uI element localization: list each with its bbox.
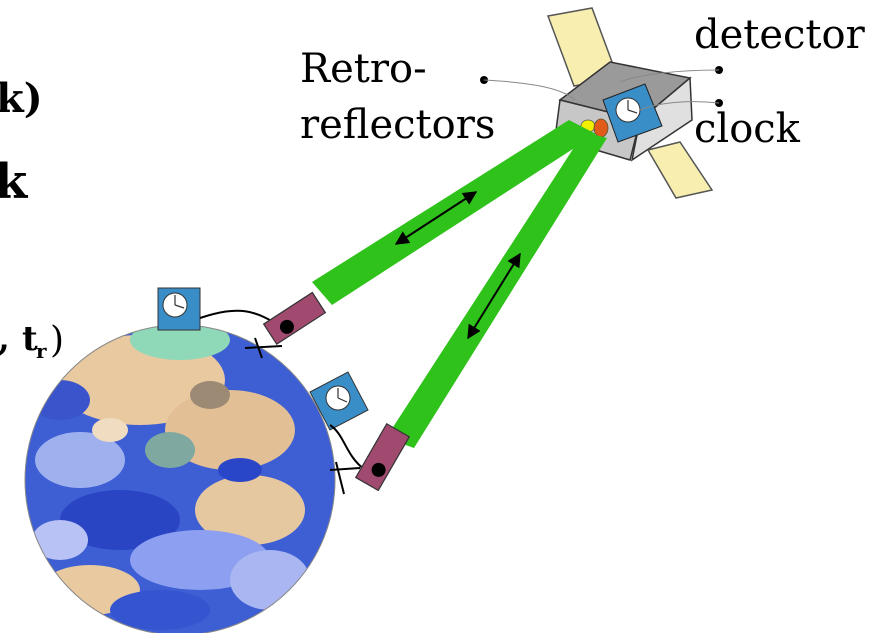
leader-lines: [480, 66, 723, 111]
tr-paren: ): [50, 320, 64, 361]
ground-station-2: [309, 371, 411, 495]
tr-comma: ,: [0, 319, 10, 359]
detector-icon: [593, 118, 609, 138]
retro-label-line1: Retro-: [300, 46, 427, 92]
solar-panel-bottom: [646, 141, 714, 199]
clock-leader: [639, 101, 720, 111]
cropped-text-1: k): [0, 75, 43, 122]
satellite-clock-icon: [602, 83, 663, 143]
laser-telescope-1-icon: [262, 291, 327, 346]
cropped-text-2: k: [0, 154, 29, 210]
ground-cable-2: [329, 424, 366, 471]
laser-telescope-2-icon: [354, 422, 411, 492]
mount-tick-1: [254, 337, 263, 359]
detector-label: detector: [694, 12, 866, 58]
tr-sub: r: [36, 339, 47, 363]
mount-line-1: [244, 345, 283, 349]
globe-icon: [24, 324, 336, 633]
mount-line-2: [329, 467, 361, 471]
ground-clock-2-icon: [309, 371, 369, 431]
ground-station-1: [157, 287, 327, 359]
double-arrow-lower: [467, 252, 521, 340]
mount-tick-2: [335, 461, 345, 495]
tr-label: , t r ): [0, 319, 64, 363]
tr-t: t: [22, 319, 38, 359]
double-arrow-upper: [394, 191, 478, 245]
clock-label: clock: [694, 106, 801, 152]
retro-leader: [483, 79, 576, 101]
detector-leader: [619, 69, 720, 83]
retro-label-line2: reflectors: [300, 102, 495, 148]
ground-clock-1-icon: [157, 287, 201, 331]
